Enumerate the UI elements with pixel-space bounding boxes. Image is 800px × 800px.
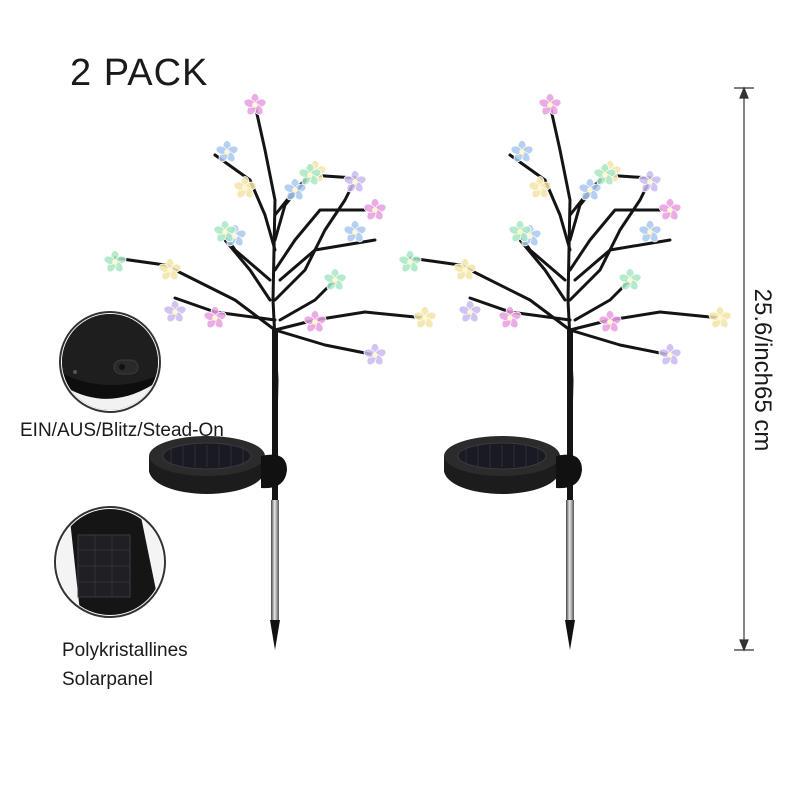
blossom-icon [458, 300, 482, 323]
blossom-icon [163, 300, 187, 323]
blossom-icon [363, 198, 387, 221]
solar-panel [149, 436, 287, 494]
blossom-icon [215, 140, 239, 163]
pack-title: 2 PACK [70, 52, 209, 94]
blossom-icon [213, 220, 237, 243]
power-switch-icon [113, 359, 139, 375]
ground-stake [566, 500, 574, 620]
blossom-icon [343, 170, 367, 193]
solar-panel [444, 436, 582, 494]
blossom-icon [638, 170, 662, 193]
solar-panel-label-line1: Polykristallines [62, 640, 188, 661]
blossom-icon [598, 310, 622, 333]
blossom-icon [453, 258, 477, 281]
blossom-icon [363, 343, 387, 366]
blossom-icon [398, 250, 422, 273]
blossom-icon [233, 176, 257, 199]
tree-light-left [103, 93, 437, 650]
blossom-icon [298, 163, 322, 186]
blossom-icon [413, 306, 437, 329]
blossom-icon [243, 93, 267, 116]
blossom-icon [303, 310, 327, 333]
solar-panel-label-line2: Solarpanel [62, 669, 153, 690]
blossom-icon [103, 250, 127, 273]
ground-stake [271, 500, 279, 620]
blossom-icon [528, 176, 552, 199]
blossom-icon [510, 140, 534, 163]
tree-light-right [398, 93, 732, 650]
blossom-icon [638, 220, 662, 243]
height-dimension-line [734, 86, 754, 652]
blossom-icon [283, 178, 307, 201]
switch-modes-label: EIN/AUS/Blitz/Stead-On [20, 420, 224, 441]
height-dimension-label: 25.6/inch65 cm [749, 288, 776, 452]
blossom-icon [343, 220, 367, 243]
blossom-icon [593, 163, 617, 186]
blossom-icon [203, 306, 227, 329]
blossom-icon [508, 220, 532, 243]
solar-panel-detail-circle [54, 506, 166, 618]
blossom-icon [578, 178, 602, 201]
blossom-icon [538, 93, 562, 116]
blossom-icon [323, 268, 347, 291]
blossom-icon [498, 306, 522, 329]
blossom-icon [708, 306, 732, 329]
blossom-icon [158, 258, 182, 281]
switch-detail-circle [59, 311, 161, 413]
blossom-icon [658, 198, 682, 221]
blossom-icon [618, 268, 642, 291]
blossom-icon [658, 343, 682, 366]
solar-panel-label: Polykristallines Solarpanel [62, 636, 188, 694]
